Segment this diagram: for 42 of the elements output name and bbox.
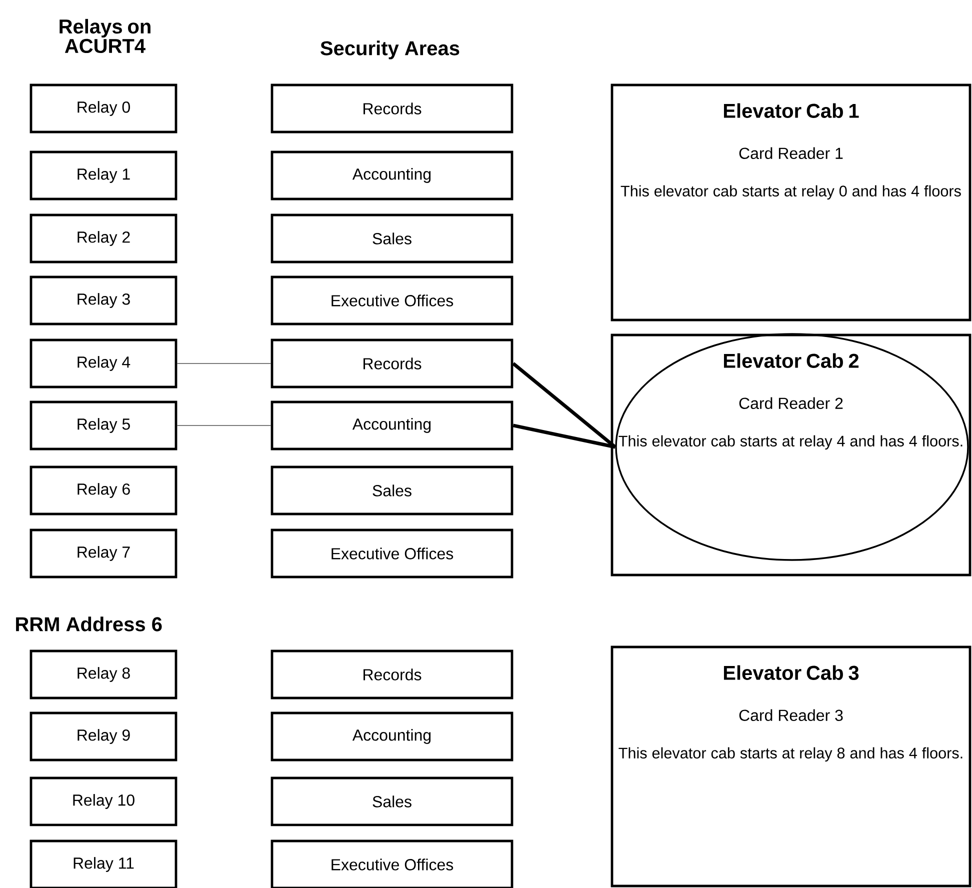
cab-description: This elevator cab starts at relay 0 and has 4 floors [620, 185, 961, 200]
column-heading: Security Areas [320, 40, 460, 60]
cab-box [610, 646, 972, 888]
card-reader-label: Card Reader 1 [739, 147, 843, 159]
area-box: Accounting [270, 150, 514, 200]
connector-line [176, 363, 272, 364]
relay-box: Relay 0 [30, 84, 178, 134]
area-box: Accounting [270, 712, 514, 762]
relay-box: Relay 2 [30, 214, 178, 264]
area-box: Sales [270, 776, 514, 826]
card-reader-label: Card Reader 2 [739, 397, 843, 409]
relay-box: Relay 11 [30, 840, 178, 888]
relay-box: Relay 9 [30, 712, 178, 762]
cab-description: This elevator cab starts at relay 8 and has 4 floors. [618, 747, 962, 762]
relay-box: Relay 3 [30, 276, 178, 326]
area-box: Accounting [270, 400, 514, 450]
area-box: Sales [270, 214, 514, 264]
relay-box: Relay 8 [30, 650, 178, 700]
area-box: Executive Offices [270, 840, 514, 888]
relay-box: Relay 4 [30, 338, 178, 388]
relay-box: Relay 5 [30, 400, 178, 450]
area-box: Sales [270, 466, 514, 516]
area-box: Records [270, 84, 514, 134]
connector-line [512, 362, 616, 448]
area-box: Records [270, 650, 514, 700]
cab-title: Elevator Cab 1 [724, 103, 859, 118]
cab-title: Elevator Cab 3 [724, 665, 859, 680]
relay-box: Relay 6 [30, 466, 178, 516]
relay-box: Relay 10 [30, 776, 178, 826]
connector-line [512, 424, 616, 449]
relay-box: Relay 7 [30, 528, 178, 578]
column-heading: Relays on ACURT4 [60, 18, 150, 54]
cab-box [610, 84, 972, 322]
area-box: Executive Offices [270, 528, 514, 578]
connector-line [176, 425, 272, 426]
area-box: Records [270, 338, 514, 388]
cab-description: This elevator cab starts at relay 4 and has 4 floors. [618, 435, 962, 450]
relay-box: Relay 1 [30, 150, 178, 200]
area-box: Executive Offices [270, 276, 514, 326]
section-heading: RRM Address 6 [16, 616, 162, 632]
cab-title: Elevator Cab 2 [724, 353, 859, 368]
card-reader-label: Card Reader 3 [739, 709, 843, 721]
